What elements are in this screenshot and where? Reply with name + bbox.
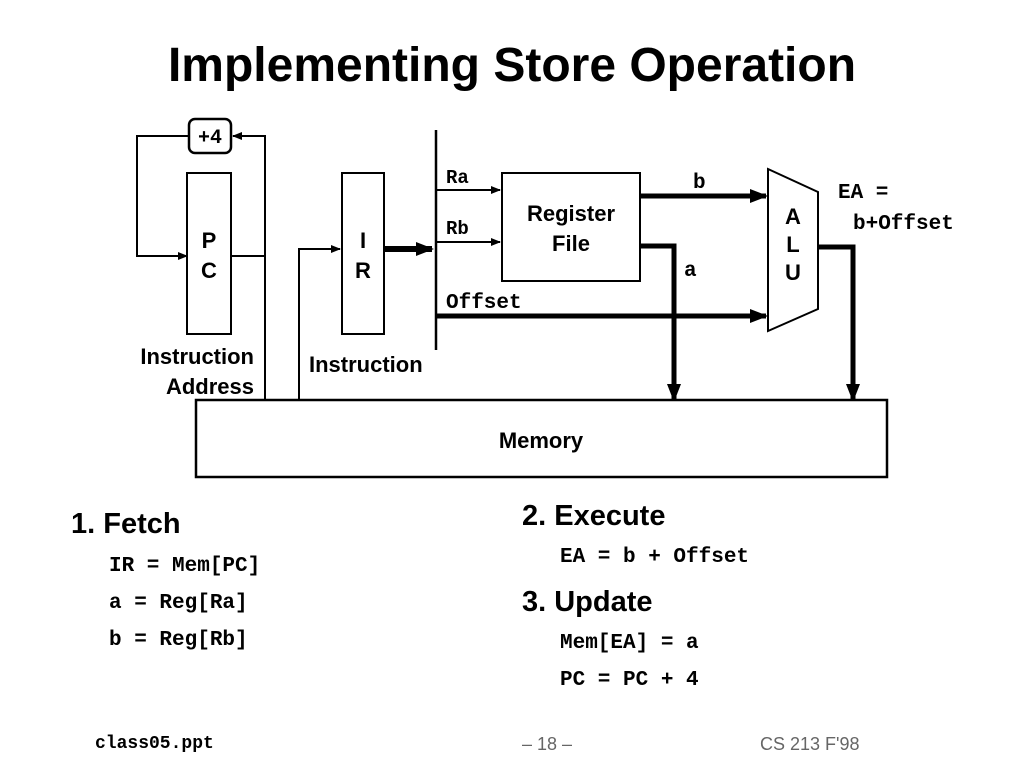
alu-label-u: U — [785, 260, 801, 285]
ir-label-i: I — [360, 228, 366, 253]
fetch-title: 1. Fetch — [71, 508, 181, 540]
alu-label-a: A — [785, 204, 801, 229]
footer-filename: class05.ppt — [95, 734, 214, 754]
memory-block — [194, 398, 889, 479]
regfile-label-2: File — [552, 231, 590, 256]
ea-label-1: EA = — [838, 182, 888, 205]
ir-label-r: R — [355, 258, 371, 283]
pc-register — [186, 172, 232, 335]
execute-title: 2. Execute — [522, 500, 666, 532]
ea-label-2: b+Offset — [853, 213, 954, 236]
update-line-2: PC = PC + 4 — [560, 669, 699, 692]
addr-to-plus4-wire — [232, 132, 266, 400]
alu — [767, 167, 819, 333]
register-file — [501, 172, 641, 282]
b-label: b — [693, 172, 706, 195]
instruction-address-label-1: Instruction — [140, 344, 254, 369]
fetch-line-3: b = Reg[Rb] — [109, 629, 248, 652]
footer-course: CS 213 F'98 — [760, 734, 860, 754]
pc-label-p: P — [202, 228, 217, 253]
a-label: a — [684, 260, 697, 283]
ra-label: Ra — [446, 167, 469, 189]
update-line-1: Mem[EA] = a — [560, 632, 699, 655]
instruction-label: Instruction — [309, 352, 423, 377]
plus4-label: +4 — [198, 127, 222, 150]
pc-label-c: C — [201, 258, 217, 283]
update-title: 3. Update — [522, 586, 653, 618]
memory-label: Memory — [499, 428, 584, 453]
fetch-line-2: a = Reg[Ra] — [109, 592, 248, 615]
alu-label-l: L — [786, 232, 799, 257]
instruction-to-ir-wire — [298, 245, 341, 403]
regfile-label-1: Register — [527, 201, 615, 226]
pc-loop-wire — [136, 135, 189, 260]
rb-label: Rb — [446, 218, 469, 240]
offset-label: Offset — [446, 292, 522, 315]
a-wire — [640, 243, 681, 402]
instruction-address-label-2: Address — [166, 374, 254, 399]
page-title: Implementing Store Operation — [167, 39, 857, 92]
execute-line-1: EA = b + Offset — [560, 546, 750, 569]
ea-wire — [818, 244, 860, 402]
fetch-line-1: IR = Mem[PC] — [109, 555, 261, 578]
ir-register — [341, 172, 385, 335]
footer-page-number: – 18 – — [522, 734, 573, 754]
